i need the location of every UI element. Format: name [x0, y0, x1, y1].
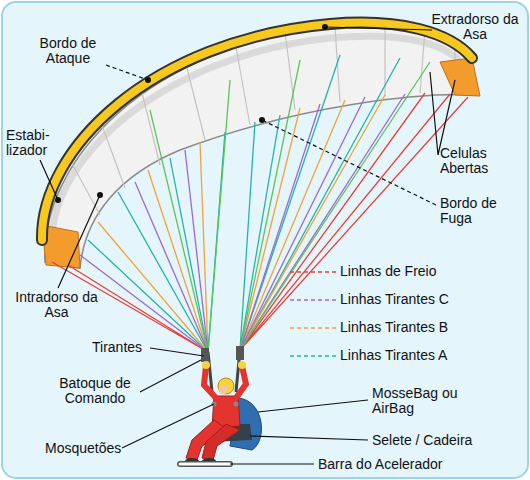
helmet [218, 378, 234, 394]
pilot-face [219, 386, 228, 395]
part-label: MosseBag ou AirBag [372, 386, 482, 416]
pilot-arms [204, 366, 246, 398]
leading-edge [42, 23, 472, 240]
speed-bar [180, 463, 230, 466]
leading-edge-shade [52, 36, 462, 240]
part-label: Extradorso da Asa [430, 12, 520, 42]
part-label: Estabi- lizador [6, 128, 66, 158]
legend-line-sample [290, 299, 336, 301]
a-lines [88, 55, 400, 352]
brake-handle [236, 346, 244, 360]
legend-line-sample [290, 271, 336, 273]
pointer-dot [259, 117, 265, 123]
wing-tip [440, 58, 480, 96]
pointer-dot [97, 192, 103, 198]
legend-text: Linhas Tirantes C [340, 292, 449, 307]
leading-edge-outline [42, 23, 472, 240]
brake-handle [201, 348, 209, 362]
cell-ribs [70, 24, 455, 215]
part-label: Bordo de Ataque [28, 36, 108, 66]
speed-bar-outline [180, 461, 230, 467]
pointer-dot [55, 197, 61, 203]
legend-text: Linhas Tirantes B [340, 320, 448, 335]
legend-line-sample [290, 327, 336, 329]
legend-line-sample [290, 355, 336, 357]
part-label: Batoque de Comando [50, 376, 140, 406]
c-lines [80, 94, 405, 352]
b-lines [98, 95, 385, 352]
pointer-dot [145, 77, 151, 83]
part-label: Selete / Cadeira [372, 433, 472, 448]
pilot-leg [202, 424, 240, 460]
part-label: Mosquetões [45, 441, 121, 456]
carabiner [234, 402, 239, 407]
legend-text: Linhas Tirantes A [340, 348, 447, 363]
part-label: Barra do Acelerador [318, 457, 443, 472]
pointer-dot [322, 24, 328, 30]
part-label: Bordo de Fuga [440, 196, 510, 226]
glove [238, 361, 246, 369]
part-label: Tirantes [92, 340, 142, 355]
dashed-leader-lines [106, 65, 436, 205]
part-label: Intradorso da Asa [14, 290, 99, 320]
upper-lines [150, 60, 430, 352]
legend-text: Linhas de Freio [340, 264, 437, 279]
part-label: Celulas Abertas [440, 146, 510, 176]
glove [202, 361, 210, 369]
